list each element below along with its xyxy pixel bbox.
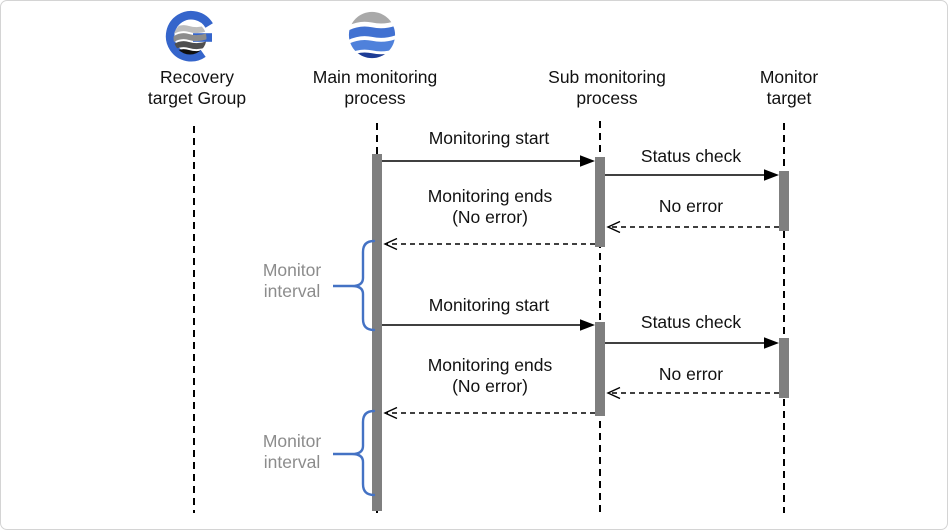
activation-bar-target-2 bbox=[779, 338, 789, 398]
arrow-head bbox=[606, 386, 621, 400]
g-ring bbox=[165, 10, 213, 62]
wave-band bbox=[173, 24, 207, 37]
message-label-monitoring-ends-1: Monitoring ends (No error) bbox=[427, 186, 553, 227]
wave-band bbox=[173, 32, 207, 45]
wave-band bbox=[348, 24, 396, 42]
curly-brace bbox=[351, 409, 376, 497]
arrow-monitoring-start-2 bbox=[382, 319, 595, 331]
activation-bar-target-1 bbox=[779, 171, 789, 231]
wave-band bbox=[173, 48, 207, 55]
message-label-no-error-2: No error bbox=[658, 364, 724, 384]
g-globe-icon bbox=[165, 10, 213, 62]
arrow-head bbox=[383, 237, 398, 251]
arrow-head bbox=[580, 319, 595, 331]
arrow-status-check-2 bbox=[605, 337, 779, 349]
message-label-no-error-1: No error bbox=[658, 196, 724, 216]
arrow-head bbox=[764, 337, 779, 349]
gray-wave-sphere bbox=[173, 24, 207, 55]
message-label-monitoring-ends-2: Monitoring ends (No error) bbox=[427, 355, 553, 396]
activation-bar-main bbox=[372, 154, 382, 511]
message-label-monitoring-start-2: Monitoring start bbox=[428, 295, 550, 315]
message-label-status-check-1: Status check bbox=[640, 146, 742, 166]
lifeline-header-sub-monitoring-process: Sub monitoring process bbox=[548, 67, 666, 108]
curly-brace bbox=[351, 239, 376, 332]
arrow-head bbox=[580, 155, 595, 167]
arrow-head bbox=[764, 169, 779, 181]
lifeline-header-monitor-target: Monitor target bbox=[759, 67, 819, 108]
annotation-monitor-interval-1: Monitor interval bbox=[262, 260, 322, 301]
lifeline-header-recovery-target-group: Recovery target Group bbox=[147, 67, 247, 108]
wave-band bbox=[173, 40, 207, 53]
arrow-no-error-2 bbox=[606, 386, 779, 400]
activation-bar-sub-1 bbox=[595, 157, 605, 247]
lifeline-header-main-monitoring-process: Main monitoring process bbox=[312, 67, 438, 108]
arrow-no-error-1 bbox=[606, 220, 779, 234]
activation-bar-sub-2 bbox=[595, 322, 605, 416]
brace-monitor-interval-2 bbox=[333, 409, 376, 497]
wave-band bbox=[348, 37, 396, 56]
arrow-monitoring-start-1 bbox=[382, 155, 595, 167]
message-label-monitoring-start-1: Monitoring start bbox=[428, 128, 550, 148]
arrow-monitoring-ends-1 bbox=[383, 237, 595, 251]
message-label-status-check-2: Status check bbox=[640, 312, 742, 332]
arrow-monitoring-ends-2 bbox=[383, 406, 595, 420]
arrow-head bbox=[606, 220, 621, 234]
wave-sphere-icon bbox=[348, 11, 396, 59]
arrow-head bbox=[383, 406, 398, 420]
brace-monitor-interval-1 bbox=[333, 239, 376, 332]
annotation-monitor-interval-2: Monitor interval bbox=[262, 431, 322, 472]
arrow-status-check-1 bbox=[605, 169, 779, 181]
